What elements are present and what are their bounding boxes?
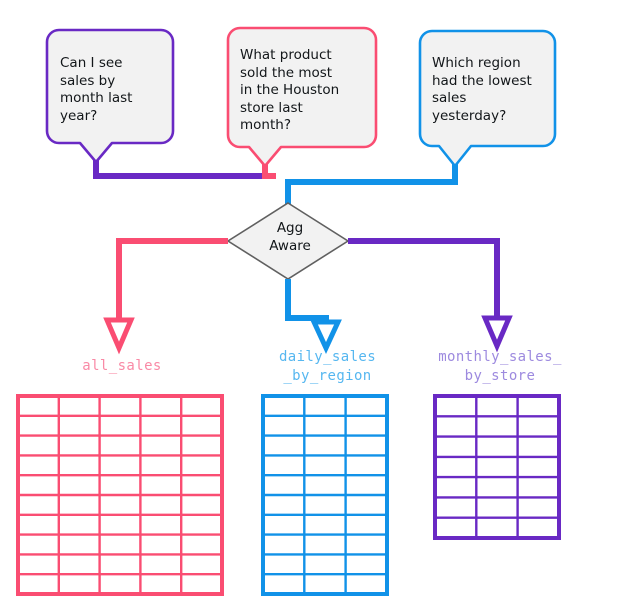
table-caption-all-sales: all_sales	[82, 358, 162, 374]
table-caption-daily-sales-by-region: daily_sales _by_region	[278, 349, 377, 384]
table-caption-monthly-sales-by-store: monthly_sales_ by_store	[438, 349, 562, 384]
speech-bubble-text-region-question: Which region had the lowest sales yester…	[432, 55, 532, 124]
router-diamond-label: Agg Aware	[269, 220, 311, 254]
speech-bubble-text-product-question: What product sold the most in the Housto…	[240, 47, 340, 133]
speech-bubble-text-monthly-question: Can I see sales by month last year?	[60, 55, 133, 124]
